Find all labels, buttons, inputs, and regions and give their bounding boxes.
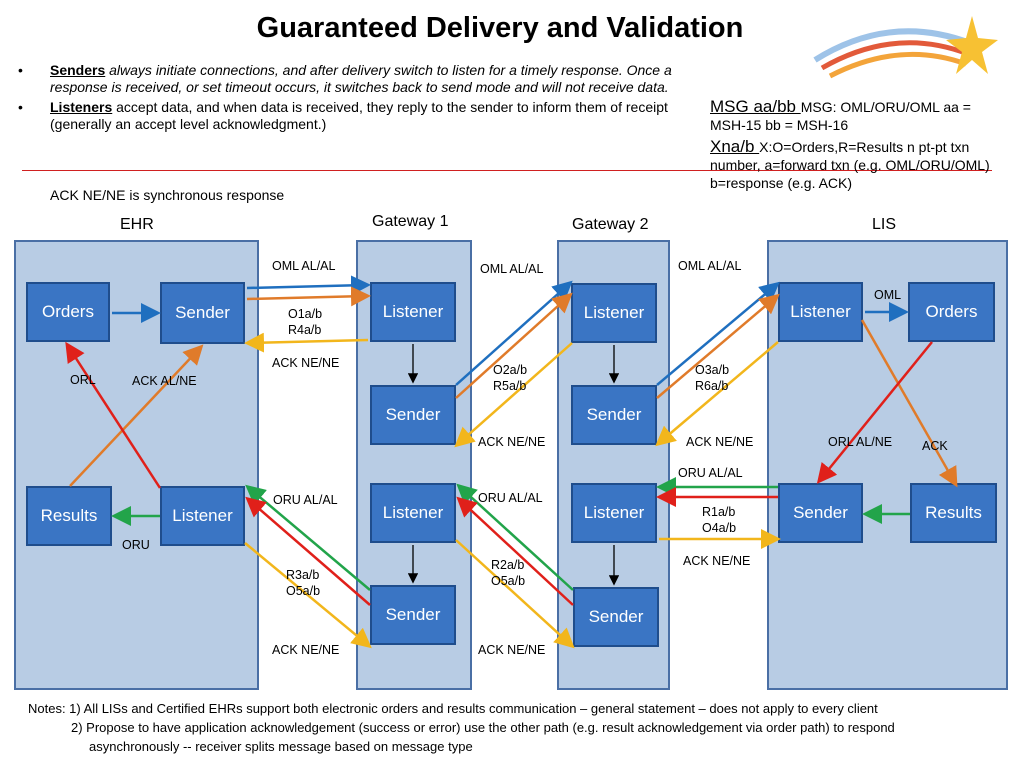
- label-ack-3: ACK NE/NE: [686, 435, 754, 449]
- label-o5-2: O5a/b: [491, 574, 526, 588]
- label-ack-2: ACK NE/NE: [478, 435, 546, 449]
- msg-head: MSG aa/bb: [710, 97, 801, 116]
- oml-orange-arrow-1: [246, 286, 371, 307]
- listener-to-orders-orl-arrow: [65, 341, 162, 489]
- label-ack-6: ACK NE/NE: [272, 643, 340, 657]
- page-title: Guaranteed Delivery and Validation: [256, 12, 744, 44]
- star-logo: [813, 16, 998, 79]
- label-r1: R1a/b: [702, 505, 736, 519]
- gw1-sender-top-box: Sender: [370, 385, 456, 445]
- ehr-header: EHR: [120, 216, 154, 233]
- gw2-listener-bottom-box: Listener: [571, 483, 657, 543]
- senders-term: Senders: [50, 62, 106, 78]
- gw1-listener-top-box: Listener: [370, 282, 456, 342]
- ack-yellow-arrow-3: [655, 341, 779, 447]
- oru-green-arrow-2: [456, 483, 574, 591]
- label-ack-1: ACK NE/NE: [272, 356, 340, 370]
- lis-listener-box: Listener: [778, 282, 863, 342]
- ack-yellow-arrow-6: [244, 542, 372, 649]
- gw2-sender-bottom-box: Sender: [573, 587, 659, 647]
- lis-header: LIS: [872, 216, 897, 233]
- legend: MSG aa/bb MSG: OML/ORU/OML aa = MSH-15 b…: [710, 98, 1010, 192]
- label-o3: O3a/b: [695, 363, 730, 377]
- msg-text: MSG: OML/ORU/OML aa = MSH-15 bb = MSH-16: [710, 99, 971, 133]
- label-ack-5: ACK NE/NE: [478, 643, 546, 657]
- listeners-text: accept data, and when data is received, …: [50, 99, 668, 132]
- ack-yellow-arrow-1: [244, 332, 369, 353]
- ehr-listener-box: Listener: [160, 486, 245, 546]
- note-line-1: Notes: 1) All LISs and Certified EHRs su…: [28, 701, 878, 716]
- note-line-2: 2) Propose to have application acknowled…: [71, 720, 895, 735]
- ack-yellow-arrow-5: [455, 539, 575, 649]
- sync-note: ACK NE/NE is synchronous response: [50, 187, 285, 203]
- label-oru: ORU: [122, 538, 150, 552]
- label-r3: R3a/b: [286, 568, 320, 582]
- gw1-sender-bottom-box: Sender: [370, 585, 456, 645]
- label-ack-4: ACK NE/NE: [683, 554, 751, 568]
- oml-blue-arrow-2: [455, 280, 573, 386]
- label-o1: O1a/b: [288, 307, 323, 321]
- lis-orders-to-sender-orl-arrow: [816, 341, 933, 484]
- label-oml-1: OML AL/AL: [272, 259, 336, 273]
- label-o5-1: O5a/b: [286, 584, 321, 598]
- note-line-3: asynchronously -- receiver splits messag…: [89, 739, 473, 754]
- label-orl: ORL: [70, 373, 96, 387]
- oru-red-arrow-2: [456, 496, 574, 606]
- divider-line: [22, 170, 992, 171]
- senders-text: always initiate connections, and after d…: [50, 62, 672, 95]
- label-oml-3: OML AL/AL: [678, 259, 742, 273]
- label-oml: OML: [874, 288, 902, 302]
- gw1-listener-bottom-box: Listener: [370, 483, 456, 543]
- label-o4: O4a/b: [702, 521, 737, 535]
- results-to-sender-ack-arrow: [69, 344, 204, 487]
- label-oru-2: ORU AL/AL: [478, 491, 543, 505]
- oru-green-arrow-1: [245, 484, 371, 591]
- label-oru-1: ORU AL/AL: [273, 493, 338, 507]
- gateway1-header: Gateway 1: [372, 213, 449, 230]
- oml-blue-arrow-3: [656, 281, 780, 386]
- label-r5: R5a/b: [493, 379, 527, 393]
- lis-orders-box: Orders: [908, 282, 995, 342]
- label-r4: R4a/b: [288, 323, 322, 337]
- oml-orange-arrow-2: [455, 292, 573, 399]
- label-orl-alne: ORL AL/NE: [828, 435, 893, 449]
- xna-head: Xna/b: [710, 137, 760, 156]
- lis-listener-to-results-ack-arrow: [860, 319, 958, 488]
- label-r2: R2a/b: [491, 558, 525, 572]
- gw2-listener-top-box: Listener: [571, 283, 657, 343]
- notes: Notes: 1) All LISs and Certified EHRs su…: [28, 699, 1018, 756]
- listeners-term: Listeners: [50, 99, 113, 115]
- label-oml-2: OML AL/AL: [480, 262, 544, 276]
- gateway2-header: Gateway 2: [572, 216, 649, 233]
- bullet-senders: •Senders always initiate connections, an…: [18, 62, 672, 95]
- label-ack: ACK: [922, 439, 948, 453]
- xna-text: X:O=Orders,R=Results n pt-pt txn number,…: [710, 139, 990, 191]
- bullet-listeners: •Listeners accept data, and when data is…: [18, 99, 668, 132]
- label-o2: O2a/b: [493, 363, 528, 377]
- oru-red-arrow-1: [245, 496, 371, 606]
- bullet-list: •Senders always initiate connections, an…: [18, 62, 698, 136]
- label-r6: R6a/b: [695, 379, 729, 393]
- oml-orange-arrow-3: [656, 293, 780, 399]
- label-ack-alne: ACK AL/NE: [132, 374, 197, 388]
- ehr-sender-box: Sender: [160, 282, 245, 344]
- ehr-orders-box: Orders: [26, 282, 110, 342]
- oml-blue-arrow-1: [246, 275, 371, 296]
- label-oru-3: ORU AL/AL: [678, 466, 743, 480]
- gw2-sender-top-box: Sender: [571, 385, 657, 445]
- ack-yellow-arrow-2: [454, 342, 573, 448]
